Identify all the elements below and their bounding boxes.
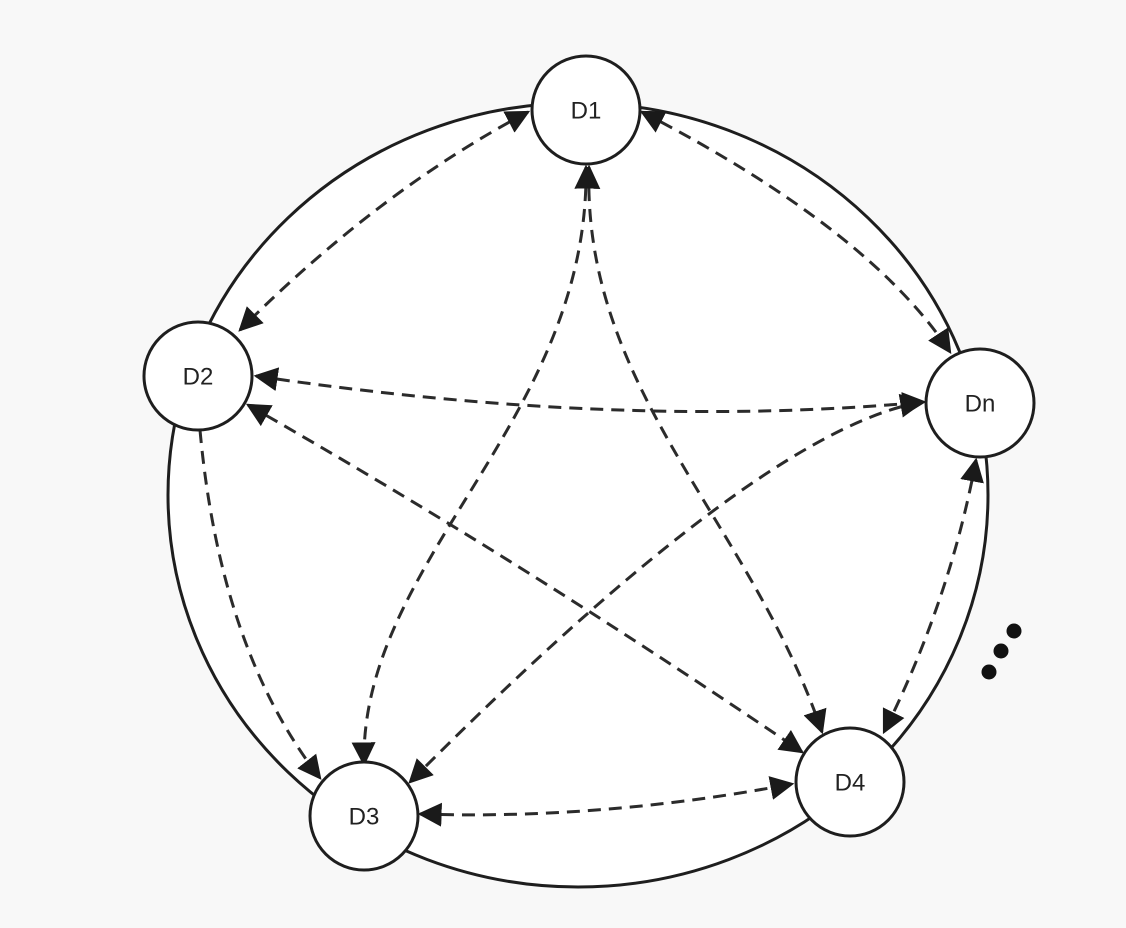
node-d3[interactable]: D3 (308, 760, 420, 872)
node-d1-label: D1 (571, 98, 602, 125)
node-d2-label: D2 (183, 364, 214, 391)
node-dn-circle (924, 347, 1036, 459)
ellipsis-icon (981, 623, 1022, 680)
edge-group (198, 110, 984, 827)
node-d2-circle (142, 320, 254, 432)
ellipsis-dot (981, 664, 997, 680)
node-d1[interactable]: D1 (530, 54, 642, 166)
node-d3-label: D3 (349, 804, 380, 831)
edge-dn-d3 (408, 393, 925, 784)
edge-d2-d3 (198, 429, 322, 780)
node-d2[interactable]: D2 (142, 320, 254, 432)
node-dn-label: Dn (965, 391, 996, 418)
node-d4-label: D4 (835, 770, 866, 797)
ellipsis-dot (1006, 623, 1022, 639)
node-d3-circle (308, 760, 420, 872)
node-d4-circle (794, 726, 906, 838)
node-d1-circle (530, 54, 642, 166)
ellipsis-dot (993, 643, 1009, 659)
edge-d3-d4 (417, 776, 795, 827)
edge-d1-dn (639, 110, 952, 355)
node-dn[interactable]: Dn (924, 347, 1036, 459)
node-d4[interactable]: D4 (794, 726, 906, 838)
